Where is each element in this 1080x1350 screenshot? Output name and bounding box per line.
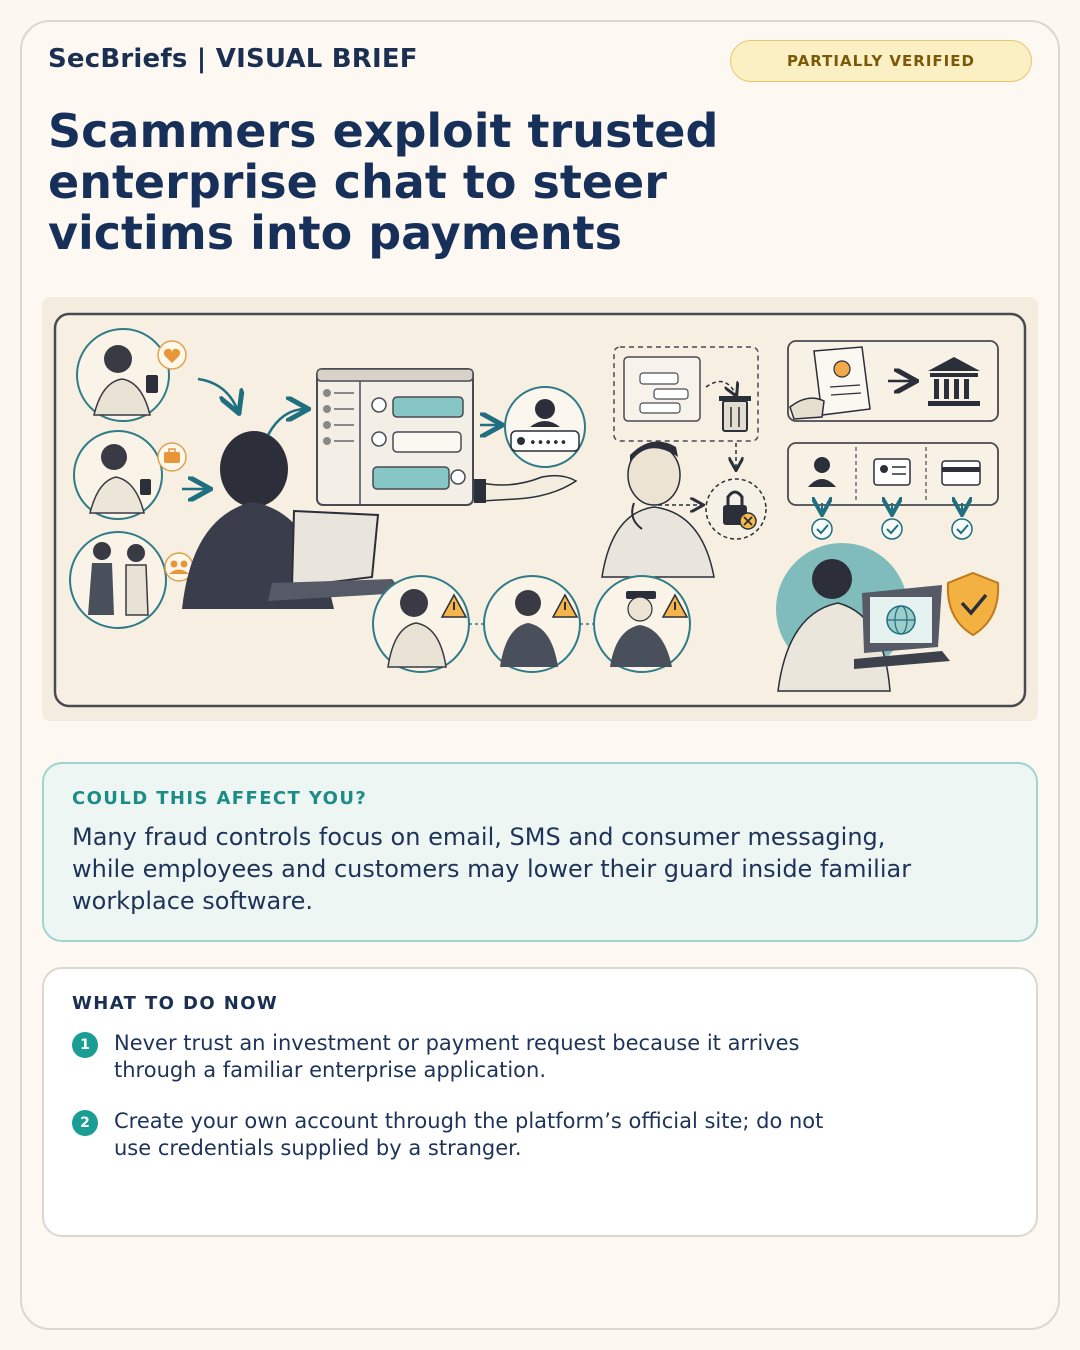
globe-icon [886,605,916,635]
affect-panel: COULD THIS AFFECT YOU? Many fraud contro… [42,762,1038,942]
briefcase-icon [157,442,187,472]
caller-circle [483,575,581,673]
credential-field: ••••• [510,430,580,452]
shield-check-icon [946,571,1000,637]
chat-window-icon [316,368,474,506]
thinking-victim [601,441,715,578]
businessman-contact-circle [73,430,163,520]
warning-icon [440,593,689,618]
password-mask: ••••• [529,436,567,451]
step-number-badge: 1 [72,1032,98,1058]
police-officer-circle [593,575,691,673]
worried-victim-circle [372,575,470,673]
page-title: Scammers exploit trusted enterprise chat… [48,104,719,260]
affect-heading: COULD THIS AFFECT YOU? [72,788,368,809]
scam-flow-illustration: ••••• [42,297,1038,721]
step-text: Create your own account through the plat… [114,1109,824,1160]
heart-icon [157,340,187,370]
document-icon [789,346,871,420]
todo-panel: WHAT TO DO NOW 1 Never trust an investme… [42,967,1038,1237]
id-card-icon [873,458,911,486]
bank-icon [928,357,980,406]
todo-step: 2 Create your own account through the pl… [72,1108,832,1162]
verification-status-badge: PARTIALLY VERIFIED [730,40,1032,82]
trash-icon [719,396,751,432]
handshake-contact-circle [69,531,167,629]
todo-step: 1 Never trust an investment or payment r… [72,1030,832,1084]
person-verify-icon [808,457,836,487]
step-text: Never trust an investment or payment req… [114,1031,800,1082]
check-icon [811,503,973,540]
brand-title: SecBriefs | VISUAL BRIEF [48,44,418,74]
lock-icon [705,478,767,540]
victim-contact-circle [76,328,170,422]
scammer-at-laptop [182,431,404,609]
credit-card-icon [941,460,981,486]
todo-heading: WHAT TO DO NOW [72,993,279,1014]
deleted-chat-window [623,356,701,422]
step-number-badge: 2 [72,1110,98,1136]
affect-body: Many fraud controls focus on email, SMS … [72,823,912,915]
user-icon [504,386,586,468]
safe-user-at-laptop [776,543,950,692]
